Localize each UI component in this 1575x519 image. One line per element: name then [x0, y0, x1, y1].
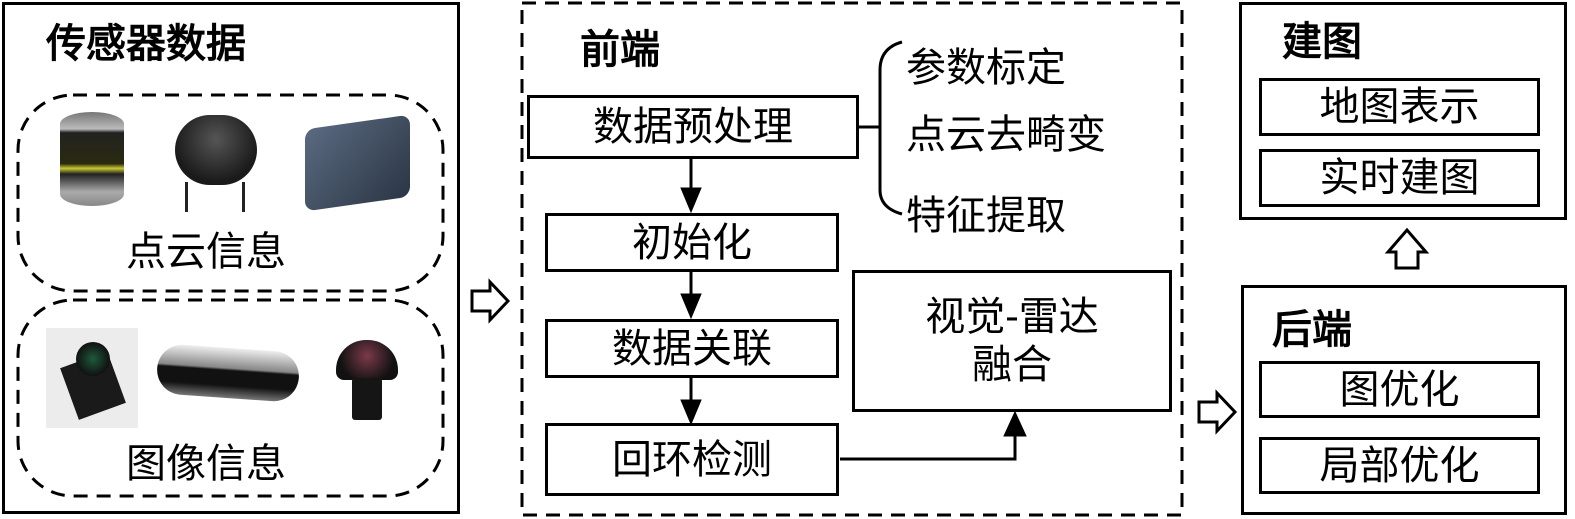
- fusion-label-line1: 视觉-雷达: [925, 294, 1099, 340]
- frontend-border: [520, 1, 1184, 517]
- camera-module-icon: [46, 328, 138, 428]
- preprocess-item-deskew: 点云去畸变: [906, 112, 1106, 158]
- point-cloud-group-border: [16, 93, 445, 293]
- velodyne-lidar-icon: [60, 112, 124, 206]
- mapping-item-map-representation: 地图表示: [1259, 78, 1540, 136]
- step-loop-detection: 回环检测: [545, 423, 839, 496]
- step-data-preprocessing: 数据预处理: [527, 95, 859, 159]
- image-group-border: [16, 298, 445, 498]
- mapping-title: 建图: [1282, 19, 1362, 65]
- hollow-arrow-right-icon: [470, 278, 511, 324]
- step-data-association: 数据关联: [545, 319, 839, 378]
- fisheye-lens-icon: [336, 340, 398, 380]
- backend-title: 后端: [1272, 307, 1352, 353]
- rotating-lidar-icon: [175, 115, 257, 185]
- solid-state-lidar-icon: [305, 114, 410, 212]
- preprocess-item-calibration: 参数标定: [906, 45, 1066, 91]
- step-initialization: 初始化: [545, 213, 839, 272]
- frontend-title: 前端: [580, 27, 660, 73]
- preprocess-item-feature-extraction: 特征提取: [906, 193, 1066, 239]
- image-info-label: 图像信息: [126, 441, 286, 487]
- mapping-panel: [1239, 2, 1567, 220]
- backend-panel: [1241, 285, 1567, 515]
- fusion-box: 视觉-雷达 融合: [852, 270, 1172, 412]
- backend-item-graph-optimization: 图优化: [1259, 361, 1540, 418]
- brace-bracket: [878, 40, 903, 216]
- backend-item-local-optimization: 局部优化: [1259, 437, 1540, 494]
- depth-camera-icon: [155, 343, 301, 403]
- rotating-lidar-legs: [185, 182, 245, 212]
- hollow-arrow-up-icon: [1384, 227, 1430, 270]
- step-arrows: [680, 125, 1027, 461]
- mapping-item-realtime-mapping: 实时建图: [1259, 149, 1540, 207]
- fusion-label-line2: 融合: [972, 342, 1052, 388]
- sensor-data-title: 传感器数据: [46, 21, 246, 67]
- point-cloud-label: 点云信息: [126, 229, 286, 275]
- fisheye-lens-barrel: [352, 378, 382, 420]
- hollow-arrow-right-icon: [1197, 389, 1238, 435]
- sensor-data-panel: [2, 2, 460, 514]
